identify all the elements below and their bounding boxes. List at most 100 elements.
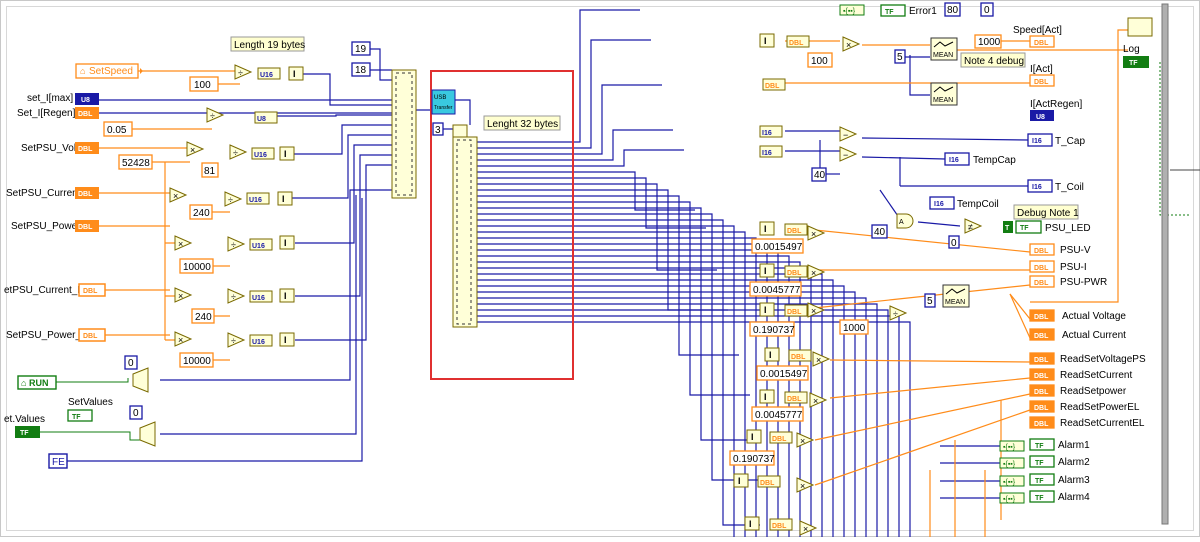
svg-text:0.0045777: 0.0045777 [753, 285, 801, 296]
svg-text:×: × [811, 229, 816, 239]
svg-text:I: I [764, 305, 767, 315]
indicator-psu-led: TF PSU_LED [1015, 220, 1091, 234]
svg-text:DBL: DBL [1034, 280, 1049, 287]
const-5-a: 5 [894, 49, 906, 64]
svg-text:I: I [284, 291, 287, 301]
const-18: 18 [351, 62, 371, 77]
usb-transfer-node[interactable]: USB Transfer [431, 89, 456, 115]
svg-text:10000: 10000 [183, 356, 211, 367]
control-setvalues[interactable]: TF [67, 409, 93, 422]
label-setpsu-power: SetPSU_Power [11, 221, 81, 232]
to-u16-node: U16 [251, 147, 275, 160]
subtract-node: − [839, 126, 858, 142]
svg-text:0.0015497: 0.0015497 [755, 242, 803, 253]
svg-text:T_Coil: T_Coil [1055, 182, 1084, 193]
swap-bytes-node: I [279, 235, 295, 250]
label-setpsu-current-el: etPSU_Current_EL [4, 285, 90, 296]
swap-bytes-node: I [279, 146, 295, 161]
to-dbl-node: DBL [786, 35, 810, 48]
divide-node: ÷ [224, 191, 243, 207]
label-setpsu-volt: SetPSU_Volt [21, 143, 79, 154]
svg-text:÷: ÷ [228, 195, 233, 205]
svg-text:DBL: DBL [1034, 314, 1049, 321]
multiply-node: × [174, 287, 193, 303]
svg-text:80: 80 [947, 5, 959, 16]
multiply-node: × [796, 432, 815, 448]
svg-text:DBL: DBL [83, 333, 98, 340]
svg-text:TempCap: TempCap [973, 155, 1016, 166]
control-setpsu-current-el[interactable]: DBL [78, 283, 106, 297]
unbundle-node-a1: ▪{▪▪} [999, 440, 1025, 452]
mean-node-a: MEAN [930, 37, 958, 61]
svg-text:0.190737: 0.190737 [753, 325, 795, 336]
svg-text:T: T [1005, 225, 1010, 232]
svg-text:−: − [843, 150, 848, 160]
svg-text:U16: U16 [254, 152, 267, 159]
svg-text:Length 19 bytes: Length 19 bytes [234, 40, 305, 51]
unbundle-node-a4: ▪{▪▪} [999, 492, 1025, 504]
svg-text:DBL: DBL [1034, 248, 1049, 255]
const-0.0045777-a: 0.0045777 [749, 281, 802, 297]
svg-text:Error1: Error1 [909, 6, 937, 17]
to-i16-node: I16 [759, 145, 783, 158]
indicator-log: TF [1123, 56, 1149, 68]
svg-text:U8: U8 [257, 116, 266, 123]
svg-text:×: × [173, 191, 178, 201]
svg-text:PSU-V: PSU-V [1060, 245, 1091, 256]
control-setpsu-power-el[interactable]: DBL [78, 328, 106, 342]
svg-text:DBL: DBL [1034, 333, 1049, 340]
control-fe[interactable]: FE [48, 453, 68, 469]
svg-text:×: × [178, 291, 183, 301]
control-run[interactable]: ⌂ RUN [17, 375, 57, 390]
svg-text:Alarm2: Alarm2 [1058, 457, 1090, 468]
to-u16-node: U16 [249, 290, 273, 303]
multiply-node: × [186, 141, 205, 157]
svg-text:TempCoil: TempCoil [957, 199, 999, 210]
label-speed-act: Speed[Act] [1013, 25, 1062, 36]
to-i16-node: I16 [759, 125, 783, 138]
control-setpsu-current[interactable]: DBL [75, 187, 99, 199]
control-setspeed[interactable]: ⌂ SetSpeed [75, 63, 143, 79]
svg-text:−: − [843, 130, 848, 140]
svg-text:MEAN: MEAN [933, 52, 953, 59]
svg-text:×: × [816, 355, 821, 365]
svg-text:I: I [764, 36, 767, 46]
note-length32: Lenght 32 bytes [483, 115, 561, 131]
control-et-values[interactable]: TF [15, 426, 40, 438]
svg-text:×: × [800, 436, 805, 446]
control-setpsu-volt[interactable]: DBL [75, 142, 99, 154]
blue-wires [67, 9, 1029, 537]
const-5-b: 5 [924, 293, 936, 308]
svg-text:I16: I16 [934, 201, 944, 208]
svg-text:÷: ÷ [233, 148, 238, 158]
svg-text:U16: U16 [252, 243, 265, 250]
control-setpsu-power[interactable]: DBL [75, 220, 99, 232]
label-set-iregen: Set_I[Regen] [17, 108, 76, 119]
const-t: T [1003, 221, 1013, 233]
index-array-32 [452, 124, 478, 328]
svg-text:SetSpeed: SetSpeed [89, 66, 133, 77]
svg-text:5: 5 [897, 52, 903, 63]
svg-text:÷: ÷ [231, 336, 236, 346]
svg-text:▪{▪▪}: ▪{▪▪} [1003, 444, 1016, 451]
svg-text:DBL: DBL [78, 146, 93, 153]
svg-text:I: I [293, 69, 296, 79]
svg-text:▪{▪▪}: ▪{▪▪} [1003, 479, 1016, 486]
svg-text:I: I [769, 350, 772, 360]
multiply-node: × [799, 520, 818, 536]
control-set-iregen[interactable]: DBL [75, 107, 99, 119]
svg-text:Transfer: Transfer [434, 105, 453, 111]
to-u16-node: U16 [249, 334, 273, 347]
control-set-imax[interactable]: U8 [75, 93, 99, 105]
indicator-i-act: DBL [1029, 74, 1055, 87]
const-0.190737-b: 0.190737 [729, 450, 775, 466]
svg-text:USB: USB [434, 95, 446, 101]
svg-text:Lenght 32 bytes: Lenght 32 bytes [487, 119, 558, 130]
to-dbl-node: DBL [788, 349, 812, 362]
